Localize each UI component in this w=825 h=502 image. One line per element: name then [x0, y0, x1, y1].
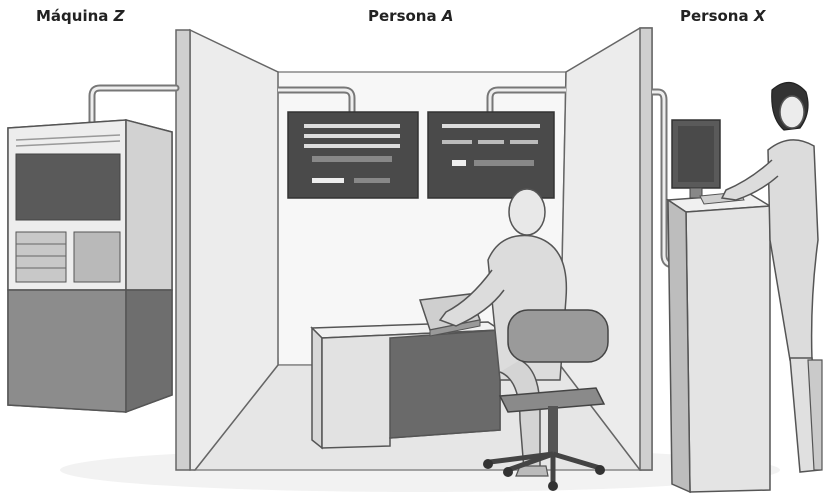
person-a-label-letter: A	[441, 7, 454, 25]
cable-machine-inner	[90, 86, 178, 130]
machine-label-letter: Z	[113, 7, 125, 25]
person-x	[720, 81, 823, 473]
cable-right-screen-inner	[488, 88, 566, 112]
person-a-label-text: Persona	[368, 7, 442, 25]
person-x-label-letter: X	[753, 7, 766, 25]
right-partition-edge	[639, 27, 653, 471]
machine-display-panel	[15, 153, 121, 221]
desk-person-x	[665, 119, 773, 494]
left-partition-edge	[175, 29, 191, 471]
cable-left-screen-inner	[278, 88, 354, 112]
person-a-label: Persona A	[368, 6, 453, 26]
monitor-left	[287, 111, 419, 199]
monitor-right	[427, 111, 555, 199]
machine-label-text: Máquina	[36, 7, 114, 25]
machine-z	[7, 119, 173, 414]
person-x-label-text: Persona	[680, 7, 754, 25]
person-x-label: Persona X	[680, 6, 765, 26]
office-chair	[483, 309, 609, 491]
machine-z-label: Máquina Z	[36, 6, 125, 26]
